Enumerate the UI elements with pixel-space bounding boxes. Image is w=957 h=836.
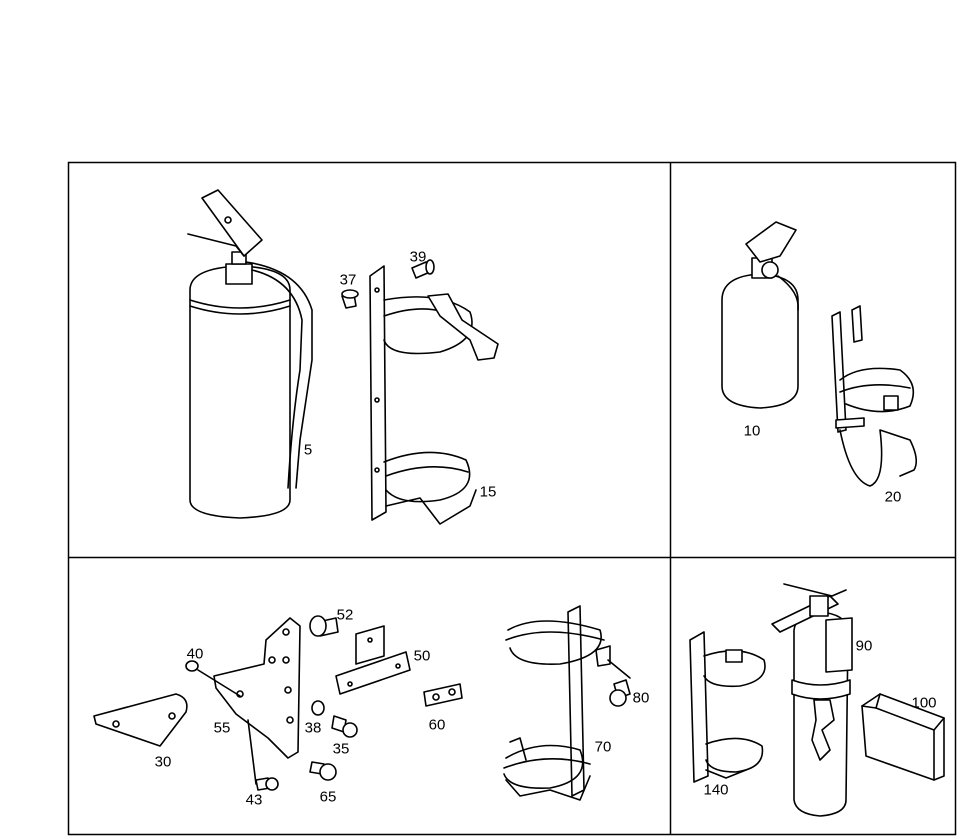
label-part-55: 55 [213,719,231,737]
small-extinguisher-holder [831,305,918,487]
label-part-43: 43 [245,791,263,809]
label-part-15: 15 [479,483,497,501]
label-part-70: 70 [594,738,612,756]
screw-52 [309,615,339,637]
screw-39 [411,259,435,279]
screw-40 [185,660,199,672]
label-part-90: 90 [855,637,873,655]
box-100 [861,693,945,781]
label-part-40: 40 [186,645,204,663]
label-part-35: 35 [332,740,350,758]
label-part-5: 5 [303,441,313,459]
screw-43 [255,777,279,791]
label-part-50: 50 [413,647,431,665]
rivet-37 [341,289,359,309]
panel-frame [67,161,957,836]
label-part-10: 10 [743,422,761,440]
washer-38 [311,700,325,716]
label-part-60: 60 [428,716,446,734]
label-part-80: 80 [632,689,650,707]
extinguisher-bracket [369,265,499,525]
label-part-37: 37 [339,271,357,289]
fire-extinguisher-90 [771,583,853,817]
screw-35 [331,715,358,738]
extinguisher-bracket-140 [689,631,766,783]
screw-65 [309,761,337,781]
label-part-39: 39 [409,248,427,266]
fire-extinguisher-small [721,221,799,409]
fire-extinguisher-large [187,189,313,519]
label-part-100: 100 [911,694,937,712]
clip-60 [423,683,463,707]
extinguisher-bracket-70 [503,605,611,801]
label-part-65: 65 [319,788,337,806]
label-part-52: 52 [336,606,354,624]
label-part-30: 30 [154,753,172,771]
label-part-38: 38 [304,719,322,737]
bracket-55 [197,617,301,785]
screw-80 [607,659,631,707]
bracket-50 [335,625,411,695]
label-part-20: 20 [884,488,902,506]
mounting-plate-30 [93,693,188,747]
label-part-140: 140 [703,781,729,799]
